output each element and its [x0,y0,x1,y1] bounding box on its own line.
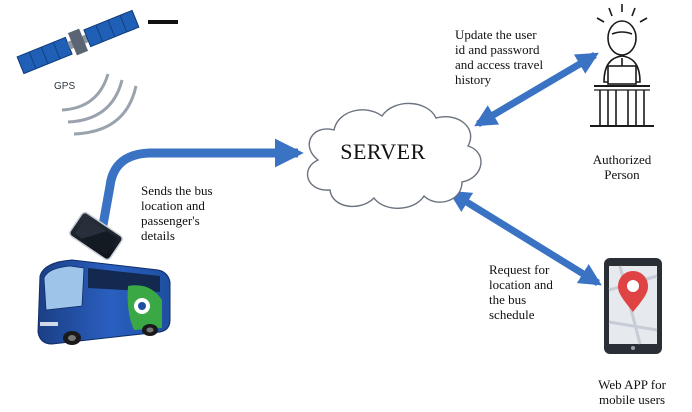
arrow-bus-to-server [98,138,304,226]
arrow-server-app [448,190,602,286]
gps-label: GPS [54,81,75,92]
smartphone-icon [69,211,123,261]
label-app-to-server: Request for location and the bus schedul… [489,262,553,322]
server-label: SERVER [340,139,426,164]
mobile-app-map-icon [604,258,662,354]
label-authorized-person: Authorized Person [592,152,652,182]
label-bus-to-server: Sends the bus location and passenger's d… [141,183,213,243]
label-person-to-server: Update the user id and password and acce… [455,27,544,87]
arrow-server-person [474,51,599,128]
bus-icon [37,259,171,345]
label-web-app: Web APP for mobile users [598,377,666,407]
server-cloud-icon [306,102,482,209]
authorized-person-icon [590,4,654,127]
gps-satellite-icon [16,9,178,136]
